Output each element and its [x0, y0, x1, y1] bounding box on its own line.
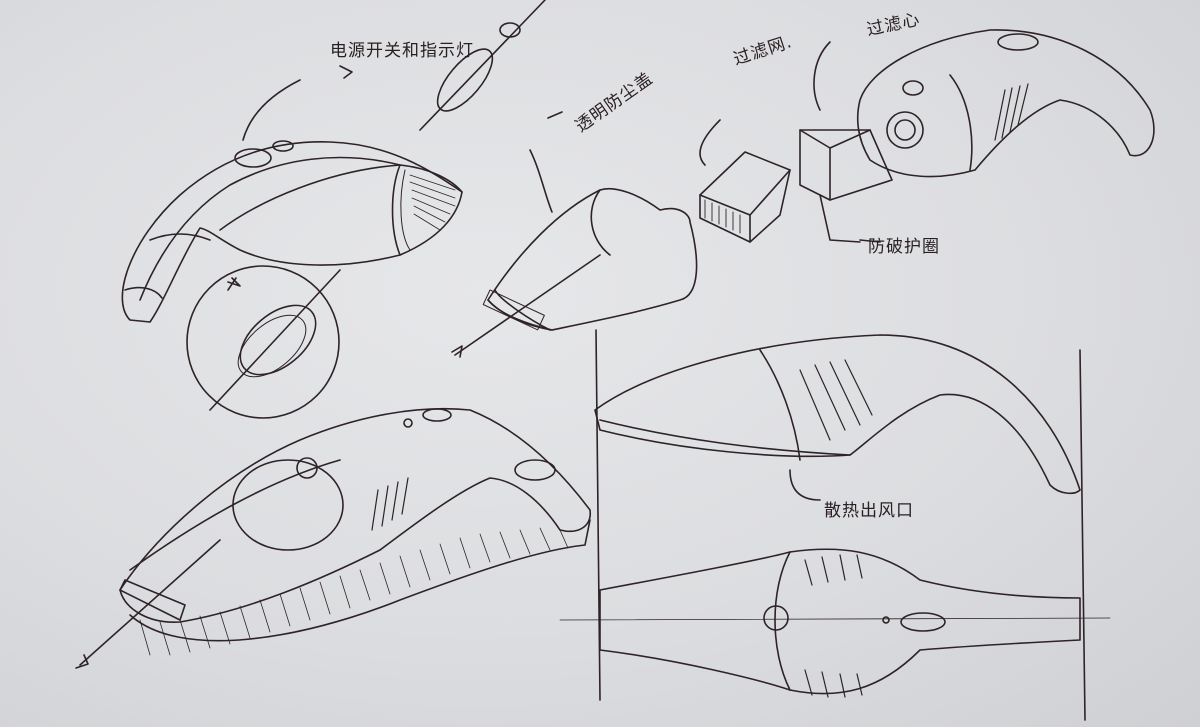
switch-sketch-top: [242, 0, 546, 141]
vacuum-perspective-bottom-left: [75, 407, 591, 669]
vacuum-top-view-bottom-right: [559, 548, 1111, 698]
vacuum-side-view-bottom-right: [594, 329, 1086, 721]
annotation-power-switch: 电源开关和指示灯: [330, 41, 474, 61]
switch-detail-callout: [186, 265, 341, 419]
vacuum-side-view-top-left: [121, 140, 463, 323]
filter-mesh: [699, 119, 791, 243]
annotation-heat-vent: 散热出风口: [824, 501, 914, 521]
filter-core: [799, 41, 893, 243]
annotation-crash-ring: 防破护圈: [868, 237, 940, 257]
transparent-dust-cover: [451, 111, 698, 358]
vacuum-body-top-right: [856, 29, 1155, 178]
